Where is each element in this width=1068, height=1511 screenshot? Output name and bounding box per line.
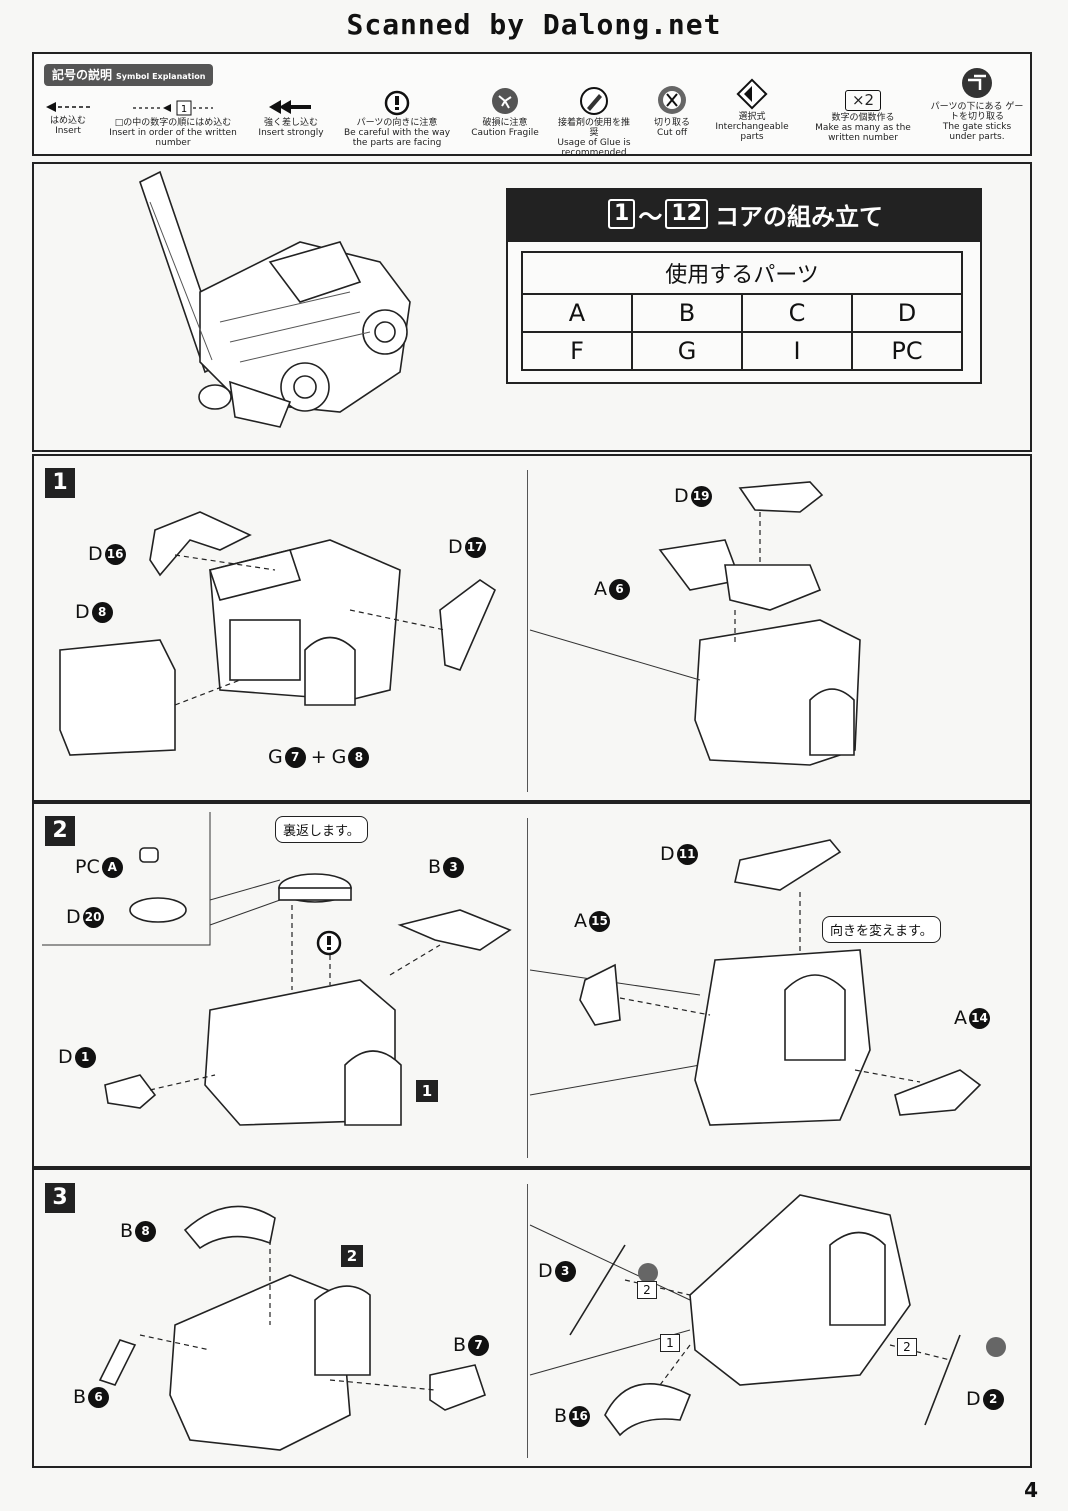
page-number: 4	[1024, 1478, 1038, 1502]
core-overview-illustration	[139, 170, 411, 428]
step-2-number: 2	[45, 816, 75, 846]
multiply-icon: ×2	[844, 90, 882, 111]
legend-label-en: Symbol Explanation	[116, 72, 206, 81]
cut-icon	[658, 86, 686, 114]
fragile-icon	[492, 88, 518, 114]
step-2-divider	[527, 818, 528, 1158]
step-3-right-illustration	[529, 1194, 1006, 1437]
svg-text:1: 1	[181, 104, 187, 115]
step-ref-1: 1	[416, 1080, 438, 1102]
parts-cell: I	[741, 331, 853, 371]
parts-cell: B	[631, 293, 743, 333]
sequence-box: 1	[660, 1334, 680, 1352]
note-change-direction: 向きを変えます。	[822, 916, 941, 943]
parts-cell: G	[631, 331, 743, 371]
section-title: コアの組み立て	[714, 202, 883, 231]
section-start-number: 1	[608, 199, 636, 229]
parts-heading: 使用するパーツ	[521, 251, 963, 295]
step-1-number: 1	[45, 468, 75, 498]
step-2-panel	[32, 802, 1032, 1168]
parts-cell: D	[851, 293, 963, 333]
glue-icon	[580, 87, 608, 115]
note-flip-over: 裏返します。	[275, 816, 368, 843]
parts-cell: F	[521, 331, 633, 371]
section-header: 1 ～ 12 コアの組み立て	[506, 188, 982, 240]
arrow-left-dashed-icon	[46, 102, 90, 112]
parts-cell: A	[521, 293, 633, 333]
step-1-left-illustration	[59, 511, 497, 756]
numbered-arrow-icon: 1	[133, 100, 213, 116]
scan-title: Scanned by Dalong.net	[346, 8, 722, 41]
exclamation-icon	[384, 90, 410, 116]
step-ref-2: 2	[341, 1245, 363, 1267]
gate-icon	[962, 68, 992, 98]
step-2-right-illustration	[529, 839, 982, 1126]
parts-cell: C	[741, 293, 853, 333]
step-3-left-illustration	[98, 1205, 487, 1451]
exclamation-icon	[316, 930, 342, 956]
step-2-left-illustration	[42, 812, 512, 1126]
parts-cell: PC	[851, 331, 963, 371]
step-1-divider	[527, 470, 528, 792]
sequence-box: 2	[637, 1281, 657, 1299]
step-3-number: 3	[45, 1183, 75, 1213]
parts-table: 使用するパーツ A B C D F G I PC	[521, 251, 963, 371]
step-1-right-illustration	[529, 481, 861, 766]
section-end-number: 12	[665, 199, 708, 229]
overview-panel	[32, 162, 1032, 452]
sequence-box: 2	[897, 1338, 917, 1356]
step-3-divider	[527, 1184, 528, 1458]
select-icon	[736, 78, 768, 110]
double-arrow-icon	[269, 100, 311, 114]
step-1-panel	[32, 454, 1032, 802]
step-3-panel	[32, 1168, 1032, 1468]
section-range-separator: ～	[638, 202, 663, 231]
legend-label-jp: 記号の説明	[52, 68, 113, 82]
